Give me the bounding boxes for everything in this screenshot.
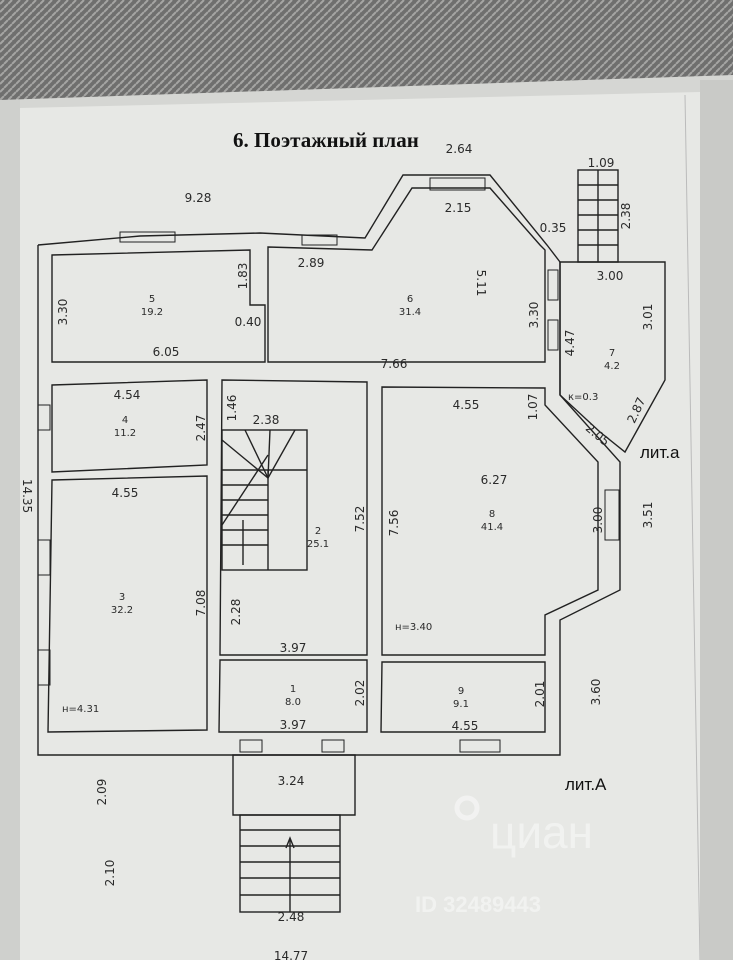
room-4-area: 11.2	[114, 428, 136, 439]
room-1-area: 8.0	[285, 697, 301, 708]
svg-text:4.55: 4.55	[452, 719, 479, 733]
dimensions-vertical: 3.30 1.83 5.11 3.30 2.38 4.47 3.01 2.87 …	[20, 203, 655, 887]
svg-text:циан: циан	[490, 806, 593, 858]
svg-text:14.77: 14.77	[274, 949, 308, 960]
room-5-area: 19.2	[141, 307, 163, 318]
room-3-area: 32.2	[111, 605, 133, 616]
svg-text:2.38: 2.38	[619, 203, 633, 230]
svg-text:0.35: 0.35	[540, 221, 567, 235]
svg-text:7.56: 7.56	[387, 510, 401, 537]
svg-text:9.28: 9.28	[185, 191, 212, 205]
svg-text:7.52: 7.52	[353, 506, 367, 533]
room-9-number: 9	[458, 686, 464, 697]
room-7-outline	[559, 261, 666, 454]
room-4-outline	[51, 379, 208, 473]
room-9-outline	[380, 661, 546, 733]
page-title: 6. Поэтажный план	[233, 128, 419, 152]
room-2-number: 2	[315, 526, 321, 537]
room-5-outline	[51, 249, 266, 363]
svg-text:3.30: 3.30	[527, 302, 541, 329]
svg-text:1.07: 1.07	[526, 394, 540, 421]
room-7-k: к=0.3	[568, 392, 598, 403]
room-6-area: 31.4	[399, 307, 421, 318]
room-3-number: 3	[119, 592, 125, 603]
room-8-number: 8	[489, 509, 495, 520]
svg-text:6.05: 6.05	[153, 345, 180, 359]
main-literal-label: лит.А	[565, 775, 607, 794]
room-9-area: 9.1	[453, 699, 469, 710]
svg-text:3.30: 3.30	[56, 299, 70, 326]
room-8-area: 41.4	[481, 522, 503, 533]
svg-text:14.35: 14.35	[20, 479, 34, 513]
svg-text:2.28: 2.28	[229, 599, 243, 626]
svg-text:2.89: 2.89	[298, 256, 325, 270]
svg-text:3.51: 3.51	[641, 502, 655, 529]
paper-page	[20, 92, 718, 960]
svg-text:2.09: 2.09	[95, 779, 109, 806]
porch-outline	[232, 754, 356, 816]
svg-text:6.27: 6.27	[481, 473, 508, 487]
room-8-outline	[381, 386, 599, 656]
room-3-height: н=4.31	[62, 704, 99, 715]
room-2-area: 25.1	[307, 539, 329, 550]
room-1-outline	[218, 659, 368, 733]
svg-text:3.24: 3.24	[278, 774, 305, 788]
svg-text:2.64: 2.64	[446, 142, 473, 156]
svg-text:3.00: 3.00	[597, 269, 624, 283]
svg-text:4.55: 4.55	[112, 486, 139, 500]
svg-text:5.11: 5.11	[474, 270, 488, 297]
room-1-number: 1	[290, 684, 296, 695]
svg-text:4.55: 4.55	[453, 398, 480, 412]
room-6-outline	[267, 187, 546, 363]
dimensions-horizontal: 9.28 2.64 2.15 0.35 1.09 2.89 3.00 6.05 …	[112, 142, 624, 960]
svg-text:2.01: 2.01	[533, 681, 547, 708]
room-2-outline	[219, 379, 368, 656]
room-7-number: 7	[609, 348, 615, 359]
room-8-height: н=3.40	[395, 622, 432, 633]
walls	[37, 169, 666, 913]
room-5-number: 5	[149, 294, 155, 305]
svg-text:0.40: 0.40	[235, 315, 262, 329]
svg-text:2.02: 2.02	[353, 680, 367, 707]
svg-text:2.48: 2.48	[278, 910, 305, 924]
room-3-outline	[47, 475, 208, 733]
svg-text:2.10: 2.10	[103, 860, 117, 887]
svg-text:2.15: 2.15	[445, 201, 472, 215]
svg-text:3.01: 3.01	[641, 304, 655, 331]
svg-text:3.00: 3.00	[591, 507, 605, 534]
svg-text:7.66: 7.66	[381, 357, 408, 371]
svg-text:4.47: 4.47	[563, 330, 577, 357]
location-pin-icon	[454, 795, 480, 821]
svg-text:ID 32489443: ID 32489443	[415, 892, 541, 917]
svg-text:3.97: 3.97	[280, 718, 307, 732]
svg-text:1.46: 1.46	[225, 395, 239, 422]
svg-text:4.54: 4.54	[114, 388, 141, 402]
cian-watermark: циан ID 32489443	[415, 795, 593, 917]
svg-text:1.83: 1.83	[236, 263, 250, 290]
svg-text:2.47: 2.47	[194, 415, 208, 442]
room-6-number: 6	[407, 294, 413, 305]
room-4-number: 4	[122, 415, 128, 426]
svg-text:2.38: 2.38	[253, 413, 280, 427]
svg-text:7.08: 7.08	[194, 590, 208, 617]
svg-text:3.97: 3.97	[280, 641, 307, 655]
svg-text:1.09: 1.09	[588, 156, 615, 170]
room-7-area: 4.2	[604, 361, 620, 372]
svg-text:3.60: 3.60	[589, 679, 603, 706]
annex-literal-label: лит.а	[640, 443, 680, 462]
